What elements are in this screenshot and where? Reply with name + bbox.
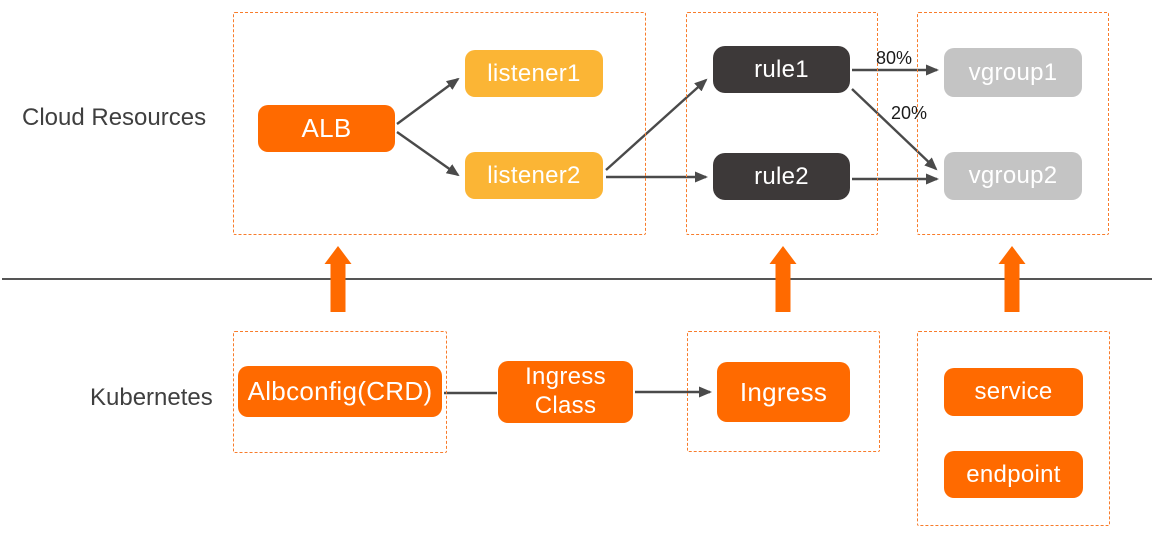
- group-ingress: [687, 331, 880, 452]
- node-listener2-label: listener2: [487, 161, 581, 189]
- node-alb-label: ALB: [301, 113, 352, 143]
- group-alb-listeners: [233, 12, 646, 235]
- node-albconfig-label: Albconfig(CRD): [247, 376, 433, 406]
- node-ingressclass-line2: Class: [534, 392, 597, 419]
- node-ingress-label: Ingress: [739, 376, 828, 407]
- node-rule2-label: rule2: [754, 162, 809, 190]
- node-albconfig: Albconfig(CRD): [238, 366, 442, 417]
- node-vgroup1: vgroup1: [944, 48, 1082, 97]
- node-vgroup2-label: vgroup2: [968, 162, 1058, 189]
- node-listener1: listener1: [465, 50, 603, 97]
- node-alb: ALB: [258, 105, 395, 152]
- node-vgroup1-label: vgroup1: [968, 58, 1058, 86]
- edge-listener2-rule1: [605, 78, 708, 171]
- up-arrow-icon: [769, 246, 797, 312]
- kubernetes-label: Kubernetes: [90, 384, 213, 411]
- edge-label-80pct: 80%: [876, 48, 913, 68]
- edge-label-20pct: 20%: [891, 103, 928, 123]
- node-endpoint-label: endpoint: [966, 460, 1061, 488]
- node-listener2: listener2: [465, 152, 603, 199]
- up-arrow-icon: [324, 246, 352, 312]
- node-ingress: Ingress: [717, 362, 850, 422]
- up-arrow-icon: [998, 246, 1026, 312]
- group-albconfig: [233, 331, 447, 453]
- cloud-resources-label: Cloud Resources: [22, 104, 207, 131]
- edge-alb-listener1: [396, 77, 460, 125]
- group-service-endpoint: [917, 331, 1110, 526]
- node-vgroup2: vgroup2: [944, 152, 1082, 200]
- node-rule2: rule2: [713, 153, 850, 200]
- group-rules: [686, 12, 878, 235]
- node-rule1-label: rule1: [754, 55, 809, 83]
- edge-rule1-vgroup2: [851, 88, 938, 171]
- node-ingressclass: Ingress Class: [498, 361, 633, 423]
- edge-alb-listener2: [396, 131, 460, 177]
- node-endpoint: endpoint: [944, 451, 1083, 498]
- node-service-label: service: [974, 378, 1053, 405]
- group-vgroups: [917, 12, 1109, 235]
- node-listener1-label: listener1: [487, 59, 581, 87]
- node-service: service: [944, 368, 1083, 416]
- node-ingressclass-line1: Ingress: [525, 363, 606, 391]
- node-rule1: rule1: [713, 46, 850, 93]
